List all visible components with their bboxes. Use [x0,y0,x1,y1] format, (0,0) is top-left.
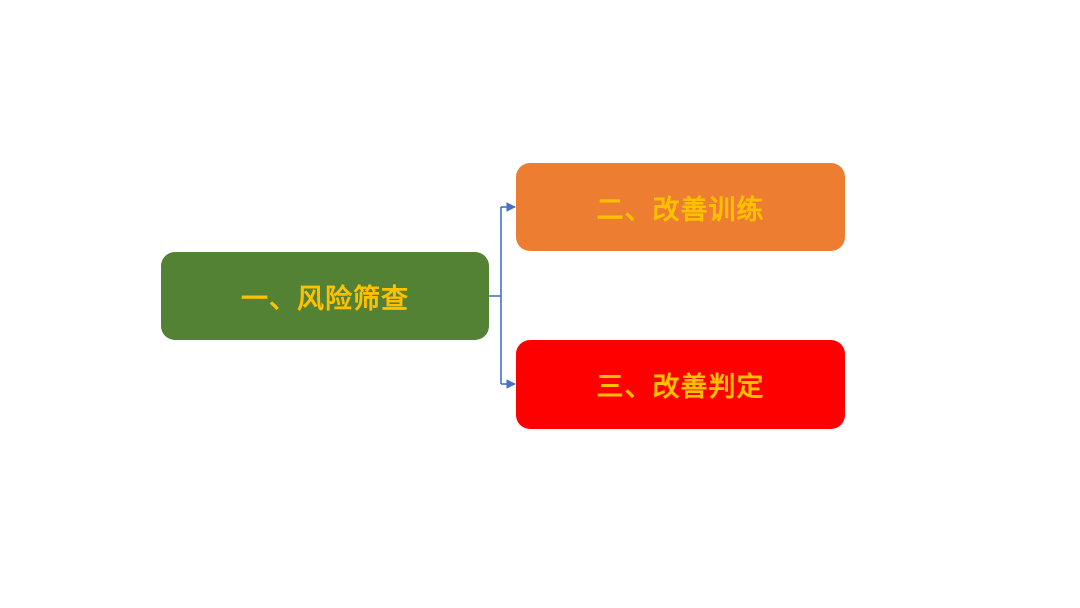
node-improvement-judgment-label: 三、改善判定 [596,372,765,403]
node-risk-screening-label: 一、风险筛查 [241,283,409,315]
node-improvement-judgment: 三、改善判定 [516,340,845,429]
node-improvement-training: 二、改善训练 [516,163,845,251]
node-risk-screening: 一、风险筛查 [161,252,489,340]
node-improvement-training-label: 二、改善训练 [596,194,765,226]
